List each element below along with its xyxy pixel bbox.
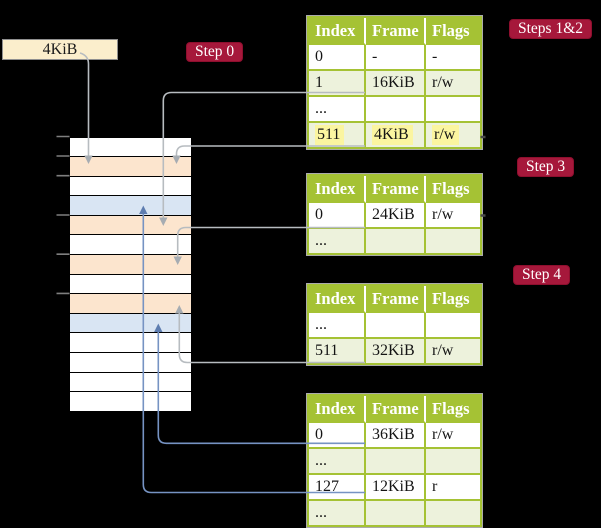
header-row: Index Frame Flags [309,176,480,203]
cell-index: 0 [309,203,366,229]
highlighted-value: r/w [432,125,460,145]
cell-flags: r/w [426,71,480,97]
column-header-flags: Flags [426,396,480,423]
memory-row [70,353,191,373]
column-header-frame: Frame [366,176,426,203]
cell-index: 127 [309,475,366,501]
cell-index: ... [309,449,366,475]
column-header-frame: Frame [366,18,426,45]
cell-flags: r/w [426,123,480,147]
memory-row [70,137,191,158]
memory-row [70,372,191,393]
table-row: ... [309,501,480,525]
cell-frame [366,97,426,123]
page-table-step-3: Index Frame Flags 0 24KiB r/w ... [306,173,483,256]
memory-tick-marks [56,135,70,295]
cell-flags [426,313,480,339]
table-row: 0 24KiB r/w [309,203,480,229]
header-row: Index Frame Flags [309,286,480,313]
table-row: 127 12KiB r [309,475,480,501]
table-row: 1 16KiB r/w [309,71,480,97]
page-table: Index Frame Flags 0 24KiB r/w ... [307,174,482,255]
table-row: 0 36KiB r/w [309,423,480,449]
memory-row [70,176,191,197]
column-header-index: Index [309,286,366,313]
cell-frame [366,501,426,525]
memory-row [70,294,191,314]
cell-frame [366,229,426,253]
cell-frame: - [366,45,426,71]
memory-row [70,215,191,236]
column-header-flags: Flags [426,286,480,313]
cell-frame: 24KiB [366,203,426,229]
cell-index: ... [309,97,366,123]
cell-flags [426,229,480,253]
memory-row [70,392,191,412]
column-header-frame: Frame [366,396,426,423]
cell-index: ... [309,313,366,339]
cell-index: 0 [309,423,366,449]
cell-flags: - [426,45,480,71]
table-row: 0 - - [309,45,480,71]
column-header-index: Index [309,396,366,423]
cell-frame: 36KiB [366,423,426,449]
column-header-index: Index [309,18,366,45]
table-row: ... [309,313,480,339]
column-header-flags: Flags [426,18,480,45]
badge-step-3: Step 3 [517,157,575,177]
cell-frame: 16KiB [366,71,426,97]
header-row: Index Frame Flags [309,396,480,423]
page-table: Index Frame Flags 0 36KiB r/w ... 127 12… [307,394,482,527]
badge-step-4: Step 4 [513,265,571,285]
page-table: Index Frame Flags 0 - - 1 16KiB r/w ... … [307,16,482,149]
badge-step-0: Step 0 [186,42,244,62]
cell-flags: r/w [426,423,480,449]
cell-index: 511 [309,123,366,147]
header-row: Index Frame Flags [309,18,480,45]
memory-row [70,196,191,216]
cell-flags [426,97,480,123]
cell-index: ... [309,501,366,525]
cell-flags: r/w [426,339,480,363]
column-header-index: Index [309,176,366,203]
cell-flags: r [426,475,480,501]
cell-frame [366,313,426,339]
cell-flags [426,449,480,475]
memory-row [70,333,191,354]
cell-frame [366,449,426,475]
frame-size-label: 4KiB [42,41,78,58]
cell-index: 0 [309,45,366,71]
column-header-flags: Flags [426,176,480,203]
page-table-step-4: Index Frame Flags ... 511 32KiB r/w [306,283,483,366]
page-table-steps-1-2: Index Frame Flags 0 - - 1 16KiB r/w ... … [306,15,483,150]
cell-index: ... [309,229,366,253]
table-row: ... [309,229,480,253]
cell-index: 511 [309,339,366,363]
page-table: Index Frame Flags ... 511 32KiB r/w [307,284,482,365]
cell-frame: 32KiB [366,339,426,363]
memory-row [70,235,191,256]
table-row: ... [309,449,480,475]
frame-size-box: 4KiB [2,39,118,60]
highlighted-value: 511 [315,125,345,145]
cell-frame: 12KiB [366,475,426,501]
memory-column [70,136,191,412]
memory-row [70,255,191,275]
memory-row [70,157,191,177]
page-table-bottom: Index Frame Flags 0 36KiB r/w ... 127 12… [306,393,483,528]
table-row: ... [309,97,480,123]
memory-row [70,274,191,295]
cell-index: 1 [309,71,366,97]
table-row: 511 32KiB r/w [309,339,480,363]
table-row-highlighted: 511 4KiB r/w [309,123,480,147]
column-header-frame: Frame [366,286,426,313]
cell-frame: 4KiB [366,123,426,147]
memory-row [70,313,191,334]
highlighted-value: 4KiB [372,125,413,145]
cell-flags [426,501,480,525]
badge-steps-1-2: Steps 1&2 [509,19,593,39]
cell-flags: r/w [426,203,480,229]
